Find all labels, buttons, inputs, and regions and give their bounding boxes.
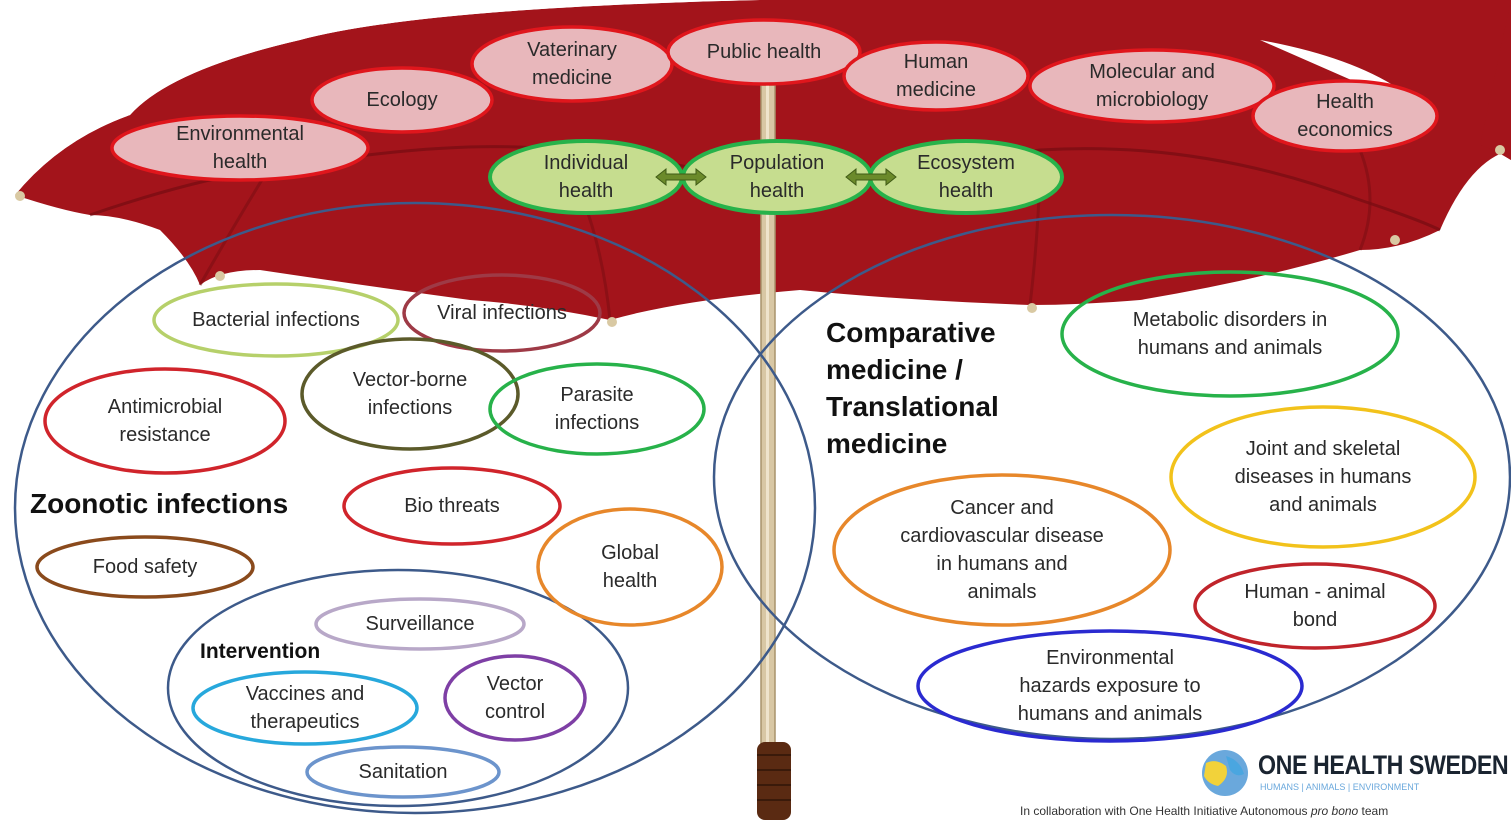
joint-skeletal-bubble xyxy=(1169,405,1477,549)
bio-threats-bubble xyxy=(342,466,562,546)
double-arrow-icon xyxy=(845,167,897,187)
antimicrobial-resistance-label: Antimicrobial resistance xyxy=(107,396,223,446)
population-health-label: Population health xyxy=(729,152,825,202)
intervention-title: Intervention xyxy=(200,640,321,663)
bacterial-infections-label: Bacterial infections xyxy=(192,309,360,331)
collaboration-note: In collaboration with One Health Initiat… xyxy=(1020,804,1389,818)
ecology-label: Ecology xyxy=(366,89,438,111)
parasite-infections-label: Parasite infections xyxy=(554,384,640,434)
public-health-label: Public health xyxy=(706,41,822,63)
sanitation-label: Sanitation xyxy=(358,761,448,783)
health-level-arrows xyxy=(655,167,897,187)
metabolic-disorders-label: Metabolic disorders in humans and animal… xyxy=(1132,309,1328,359)
vaccines-therapeutics-bubble xyxy=(191,670,419,746)
environmental-health-label: Environmental health xyxy=(176,123,304,173)
environmental-hazards-label: Environmental hazards exposure to humans… xyxy=(1017,647,1203,725)
vaccines-therapeutics-label: Vaccines and therapeutics xyxy=(245,683,365,733)
sanitation-bubble xyxy=(305,745,501,799)
human-animal-bond-bubble xyxy=(1193,562,1437,650)
health-economics-bubble xyxy=(1251,79,1439,153)
comparative-medicine-title: Comparative medicine / Translational med… xyxy=(826,317,999,459)
vector-control-label: Vector control xyxy=(484,673,546,723)
ecology-bubble xyxy=(310,66,494,134)
ecosystem-health-label: Ecosystem health xyxy=(917,152,1015,202)
intervention-ellipse xyxy=(166,568,630,808)
food-safety-bubble xyxy=(35,535,255,599)
public-health-bubble xyxy=(666,18,862,86)
zoonotic-venn-circle xyxy=(13,201,817,815)
human-medicine-label: Human medicine xyxy=(895,51,977,101)
molecular-microbiology-label: Molecular and microbiology xyxy=(1089,61,1215,111)
viral-infections-bubble xyxy=(402,273,602,353)
environmental-hazards-bubble xyxy=(916,629,1304,743)
viral-infections-label: Viral infections xyxy=(437,302,567,324)
human-medicine-bubble xyxy=(842,40,1030,112)
global-health-label: Global health xyxy=(601,542,659,592)
one-health-sweden-logo: ONE HEALTH SWEDEN HUMANS | ANIMALS | ENV… xyxy=(1196,748,1509,798)
vector-control-bubble xyxy=(443,654,587,742)
antimicrobial-resistance-bubble xyxy=(43,367,287,475)
human-animal-bond-label: Human - animal bond xyxy=(1244,581,1386,631)
cancer-cardiovascular-bubble xyxy=(832,473,1172,627)
zoonotic-infections-title: Zoonotic infections xyxy=(30,488,289,519)
cancer-cardiovascular-label: Cancer and cardiovascular disease in hum… xyxy=(900,497,1104,603)
logo-name: ONE HEALTH SWEDEN xyxy=(1258,750,1509,780)
surveillance-bubble xyxy=(314,597,526,651)
vaterinary-medicine-label: Vaterinary medicine xyxy=(527,39,617,89)
vaterinary-medicine-bubble xyxy=(470,25,674,103)
joint-skeletal-label: Joint and skeletal diseases in humans an… xyxy=(1234,438,1412,516)
bio-threats-label: Bio threats xyxy=(404,495,500,517)
parasite-infections-bubble xyxy=(488,362,706,456)
individual-health-label: Individual health xyxy=(543,152,629,202)
global-health-bubble xyxy=(536,507,724,627)
molecular-microbiology-bubble xyxy=(1028,48,1276,124)
food-safety-label: Food safety xyxy=(92,556,198,578)
surveillance-label: Surveillance xyxy=(365,613,475,635)
health-economics-label: Health economics xyxy=(1297,91,1393,141)
globe-icon xyxy=(1202,750,1248,796)
double-arrow-icon xyxy=(655,167,707,187)
bacterial-infections-bubble xyxy=(152,282,400,358)
metabolic-disorders-bubble xyxy=(1060,270,1400,398)
logo-tagline: HUMANS | ANIMALS | ENVIRONMENT xyxy=(1260,782,1420,792)
vector-borne-infections-bubble xyxy=(300,337,520,451)
comparative-venn-circle xyxy=(712,213,1511,741)
vector-borne-infections-label: Vector-borne infections xyxy=(352,369,468,419)
environmental-health-bubble xyxy=(110,114,370,182)
